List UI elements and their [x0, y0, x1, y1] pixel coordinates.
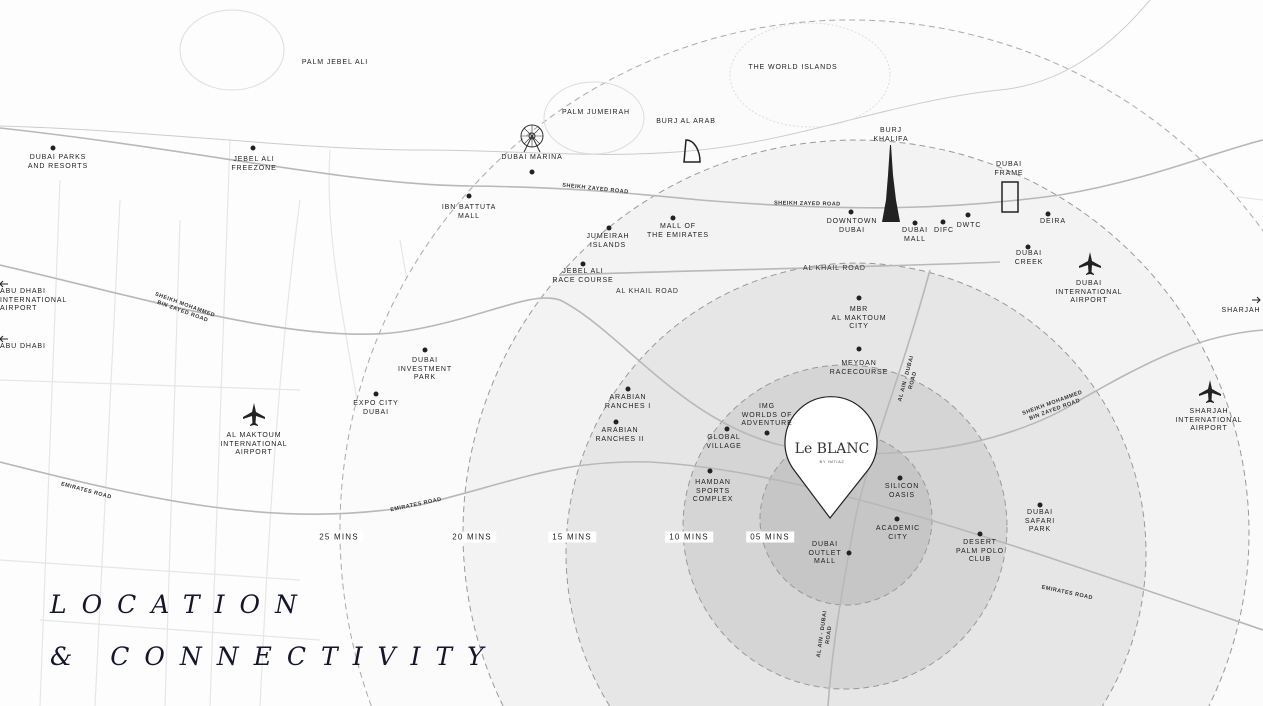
- dot-img-worlds: [764, 430, 770, 436]
- label-jebel-ali-race: JEBEL ALI RACE COURSE: [552, 268, 614, 284]
- dot-arabian-ranches-2: [613, 419, 619, 425]
- time-label-05: 05 MINS: [746, 531, 794, 543]
- le-blanc-location-pin[interactable]: [784, 396, 878, 519]
- title-line-2: & CONNECTIVITY: [50, 642, 499, 671]
- dot-silicon-oasis: [897, 475, 903, 481]
- label-jebel-ali-freezone: JEBEL ALI FREEZONE: [231, 156, 277, 172]
- dot-hamdan-sports: [707, 468, 713, 474]
- label-outlet-mall: DUBAI OUTLET MALL: [808, 541, 842, 565]
- time-label-20: 20 MINS: [448, 531, 496, 543]
- airplane-icons: [243, 252, 1221, 426]
- dot-deira: [1045, 211, 1051, 217]
- ring-20-mins: [462, 139, 1250, 706]
- label-dubai-creek: DUBAI CREEK: [1014, 250, 1044, 266]
- coast-and-islands: [0, 0, 1151, 155]
- dot-dubai-parks: [50, 145, 56, 151]
- label-meydan: MEYDAN RACECOURSE: [829, 360, 889, 376]
- dot-palm-polo: [977, 531, 983, 537]
- label-academic-city: ACADEMIC CITY: [875, 525, 921, 541]
- dot-dubai-mall: [912, 220, 918, 226]
- label-dubai-frame: DUBAI FRAME: [994, 161, 1024, 177]
- dot-dip: [422, 347, 428, 353]
- road-label-szr-2: SHEIKH ZAYED ROAD: [773, 200, 841, 208]
- road-label-al-khail-1: AL KHAIL ROAD: [803, 265, 866, 272]
- dot-dubai-marina: [529, 169, 535, 175]
- direction-arrows: [0, 280, 1261, 343]
- dxb-plane-icon: [1079, 252, 1101, 275]
- label-arabian-ranches-1: ARABIAN RANCHES I: [604, 394, 652, 410]
- time-label-25: 25 MINS: [315, 531, 363, 543]
- label-abu-dhabi: ABU DHABI: [0, 343, 46, 350]
- label-palm-polo: DESERT PALM POLO CLUB: [955, 539, 1005, 563]
- label-ibn-battuta: IBN BATTUTA MALL: [441, 204, 497, 220]
- dot-expo-city: [373, 391, 379, 397]
- dubai-frame-icon: [1001, 181, 1019, 213]
- label-dxb: DUBAI INTERNATIONAL AIRPORT: [1055, 280, 1123, 304]
- dot-outlet-mall: [846, 550, 852, 556]
- sheikh-mohammed-bin-zayed-road: [0, 264, 1263, 455]
- emirates-road: [0, 461, 1263, 631]
- label-expo-city: EXPO CITY DUBAI: [353, 400, 399, 416]
- dot-global-village: [724, 426, 730, 432]
- dot-jebel-ali-race: [580, 261, 586, 267]
- sheikh-zayed-road: [0, 127, 1263, 209]
- dot-mall-emirates: [670, 215, 676, 221]
- label-abu-dhabi-airport: ABU DHABI INTERNATIONAL AIRPORT: [0, 288, 68, 312]
- label-palm-jebel-ali: PALM JEBEL ALI: [301, 59, 369, 66]
- label-downtown: DOWNTOWN DUBAI: [826, 218, 878, 234]
- dot-mbr-city: [856, 295, 862, 301]
- al-ain-dubai-road: [827, 269, 931, 706]
- label-global-village: GLOBAL VILLAGE: [706, 434, 742, 450]
- dot-meydan: [856, 346, 862, 352]
- label-difc: DIFC: [934, 227, 954, 234]
- le-blanc-tagline: BY IMTIAZ: [819, 459, 845, 464]
- dot-academic-city: [894, 516, 900, 522]
- dot-difc: [940, 219, 946, 225]
- time-label-15: 15 MINS: [548, 531, 596, 543]
- dot-jumeirah-islands: [606, 225, 612, 231]
- dot-dwtc: [965, 212, 971, 218]
- road-label-al-khail-2: AL KHAIL ROAD: [616, 288, 679, 295]
- label-dip: DUBAI INVESTMENT PARK: [397, 357, 453, 381]
- label-safari-park: DUBAI SAFARI PARK: [1024, 509, 1056, 533]
- label-silicon-oasis: SILICON OASIS: [884, 483, 920, 499]
- label-dubai-marina: DUBAI MARINA: [501, 154, 563, 161]
- label-mall-emirates: MALL OF THE EMIRATES: [646, 223, 710, 239]
- label-burj-khalifa: BURJ KHALIFA: [873, 127, 909, 143]
- dwc-plane-icon: [243, 403, 265, 426]
- main-roads: [0, 127, 1263, 706]
- dot-downtown: [848, 209, 854, 215]
- label-dubai-mall: DUBAI MALL: [902, 227, 928, 243]
- label-world-islands: THE WORLD ISLANDS: [748, 64, 838, 71]
- burj-khalifa-icon: [882, 145, 900, 222]
- label-dubai-parks: DUBAI PARKS AND RESORTS: [27, 154, 89, 170]
- label-palm-jumeirah: PALM JUMEIRAH: [562, 109, 630, 116]
- label-sharjah-airport: SHARJAH INTERNATIONAL AIRPORT: [1175, 408, 1243, 432]
- ain-dubai-wheel-icon: [520, 124, 544, 153]
- label-deira: DEIRA: [1040, 218, 1066, 225]
- label-jumeirah-islands: JUMEIRAH ISLANDS: [586, 233, 630, 249]
- time-label-10: 10 MINS: [665, 531, 713, 543]
- dot-ibn-battuta: [466, 193, 472, 199]
- label-mbr-city: MBR AL MAKTOUM CITY: [831, 306, 887, 330]
- dot-arabian-ranches-1: [625, 386, 631, 392]
- al-khail-road: [559, 261, 1001, 276]
- label-hamdan-sports: HAMDAN SPORTS COMPLEX: [692, 479, 734, 503]
- ring-10-mins: [682, 364, 1008, 690]
- title-line-1: LOCATION: [50, 590, 312, 619]
- burj-al-arab-icon: [683, 139, 701, 163]
- label-burj-al-arab: BURJ AL ARAB: [656, 118, 716, 125]
- dot-jebel-ali-freezone: [250, 145, 256, 151]
- label-dwc: AL MAKTOUM INTERNATIONAL AIRPORT: [220, 432, 288, 456]
- label-sharjah: SHARJAH: [1221, 307, 1261, 314]
- label-arabian-ranches-2: ARABIAN RANCHES II: [595, 427, 645, 443]
- label-dwtc: DWTC: [956, 222, 982, 229]
- dot-safari-park: [1037, 502, 1043, 508]
- label-img-worlds: IMG WORLDS OF ADVENTURE: [741, 403, 793, 427]
- dot-dubai-creek: [1025, 244, 1031, 250]
- le-blanc-logo: Le BLANC: [794, 441, 870, 457]
- sharjah-plane-icon: [1199, 380, 1221, 403]
